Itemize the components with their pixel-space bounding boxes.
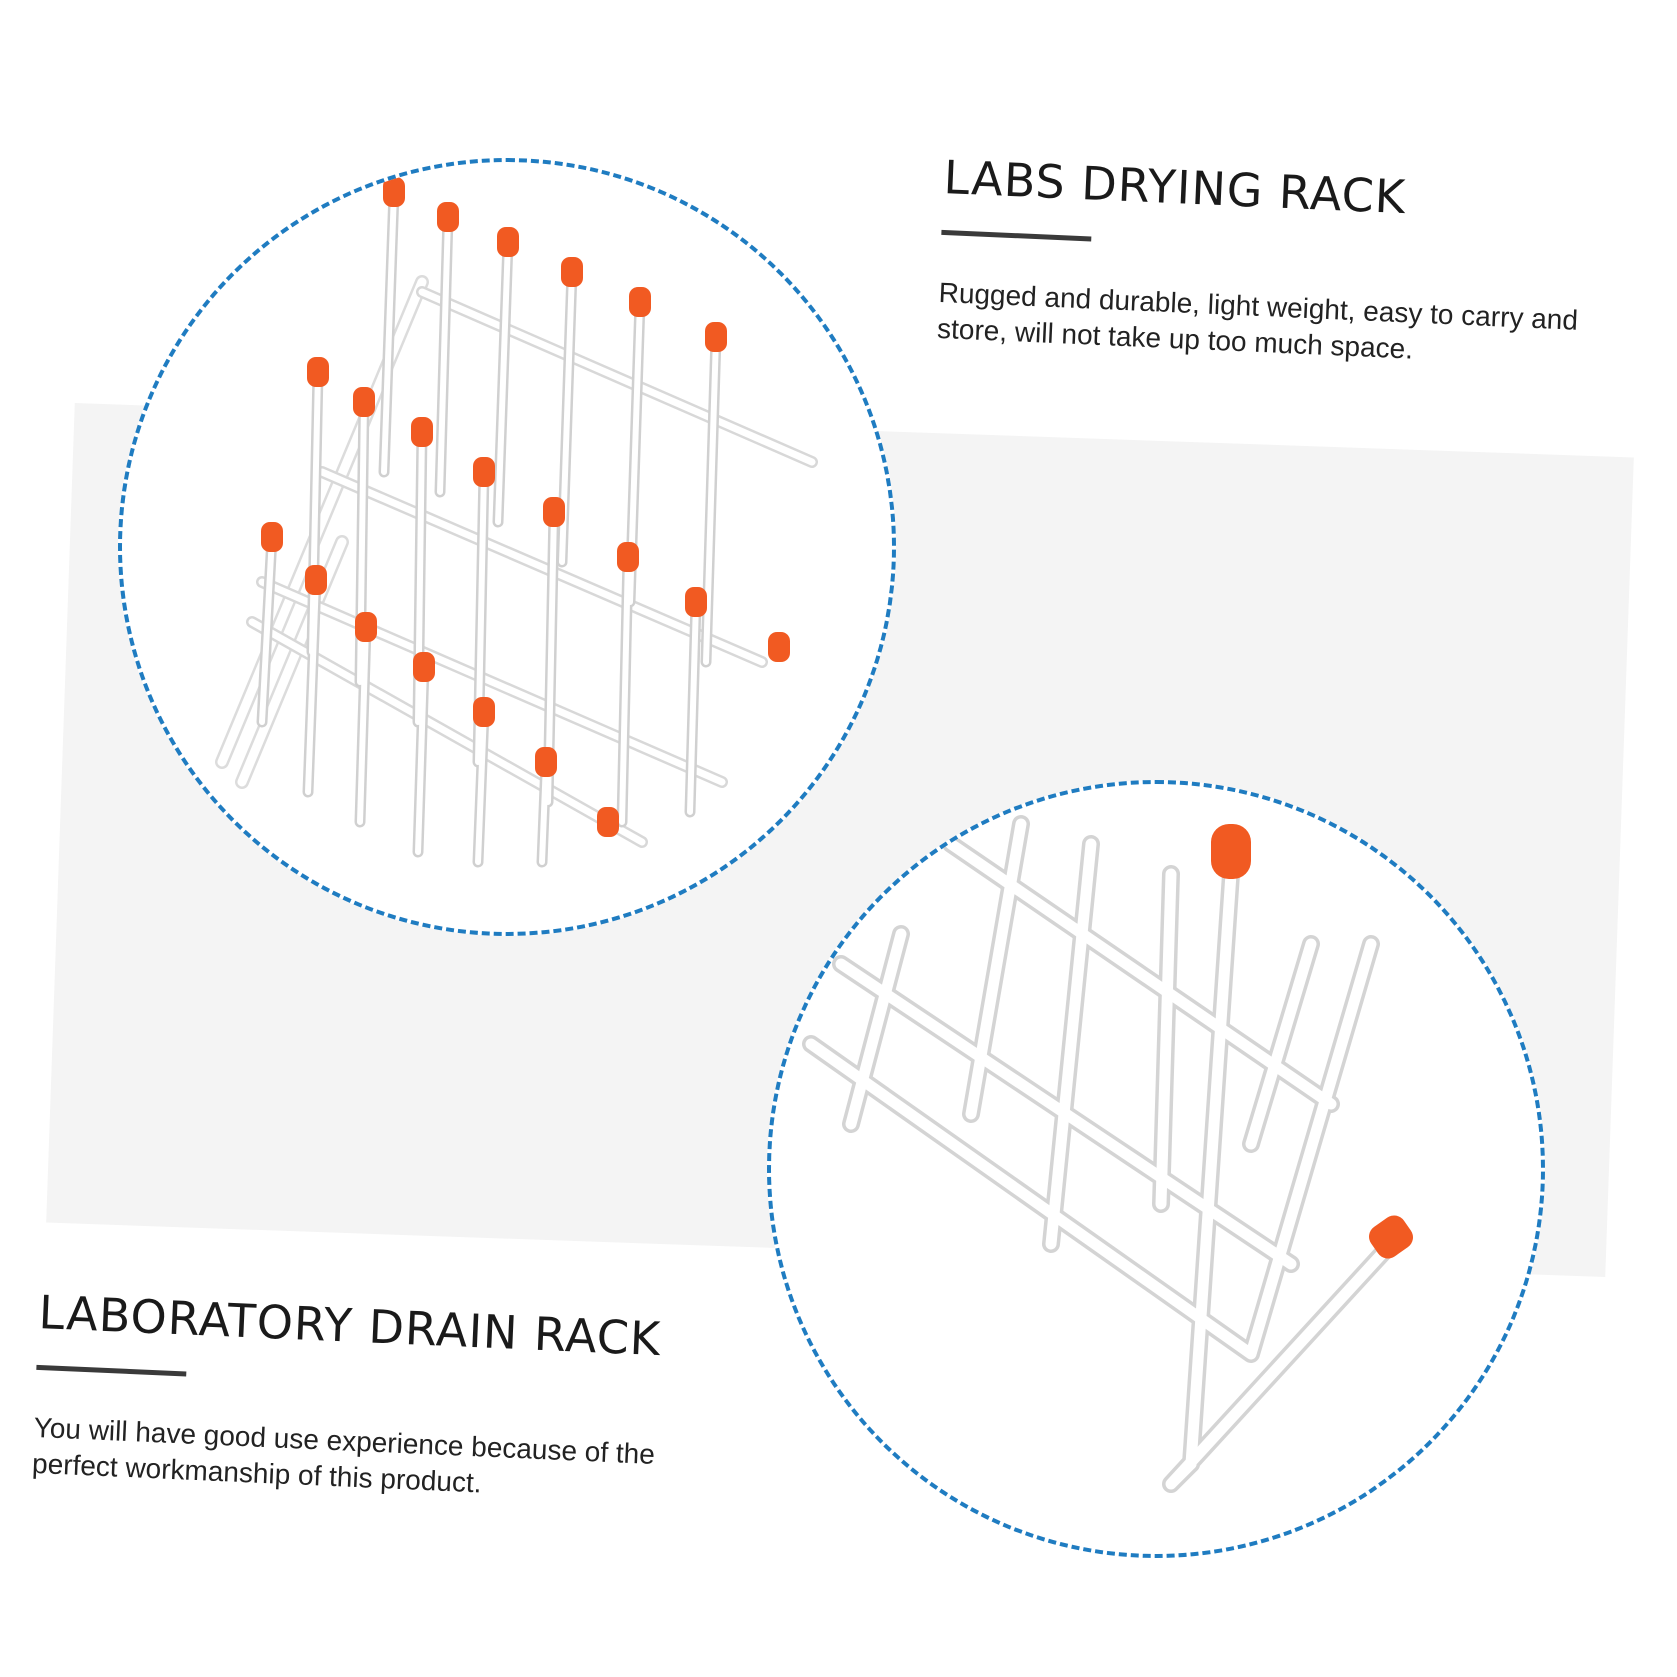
labs-drying-rack-section: LABS DRYING RACK Rugged and durable, lig… [936,150,1584,375]
heading-underline-bottom [36,1364,187,1377]
drain-rack-photo-bottom [767,780,1545,1558]
section-description-top: Rugged and durable, light weight, easy t… [936,276,1579,365]
drain-rack-closeup-illustration [802,815,1413,1493]
section-heading-bottom: LABORATORY DRAIN RACK [37,1285,663,1367]
section-heading-top: LABS DRYING RACK [942,150,1408,225]
laboratory-drain-rack-section: LABORATORY DRAIN RACK You will have good… [31,1285,679,1510]
drying-rack-illustration [215,177,818,868]
drying-rack-photo-top [118,158,896,936]
heading-underline-top [941,229,1092,242]
section-description-bottom: You will have good use experience becaus… [31,1411,656,1499]
